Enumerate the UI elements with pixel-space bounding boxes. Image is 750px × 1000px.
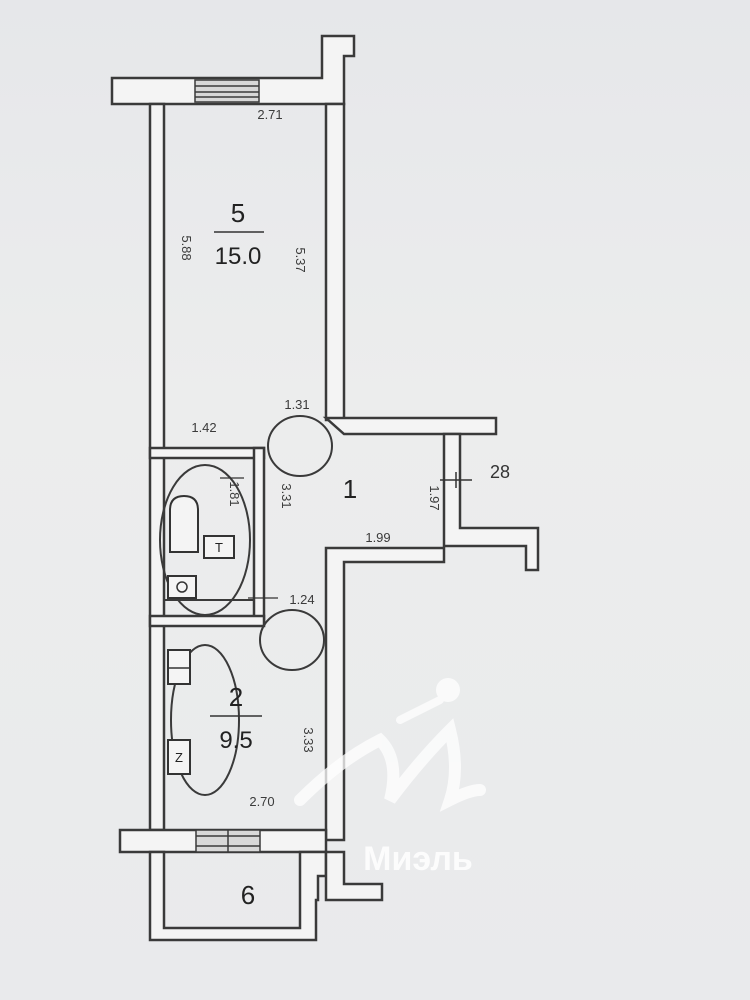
corridor-top-wall (322, 416, 498, 436)
bottom-window (195, 829, 261, 853)
door-swing-room5 (267, 415, 333, 477)
top-window (194, 79, 260, 103)
room2-number: 2 (229, 682, 243, 712)
dim-1-81: 1.81 (227, 481, 242, 506)
room5-area: 15.0 (215, 243, 262, 270)
dim-1-42: 1.42 (191, 420, 216, 435)
dim-5-88: 5.88 (179, 235, 194, 260)
dim-3-33: 3.33 (301, 727, 316, 752)
room5-right-wall (324, 102, 346, 422)
top-balcony-wall (110, 34, 356, 106)
room1-number: 1 (343, 474, 357, 504)
dim-1-97: 1.97 (427, 485, 442, 510)
balcony-6-wall (148, 850, 328, 942)
washer-icon: Z (167, 739, 191, 775)
dim-1-31: 1.31 (284, 397, 309, 412)
dim-2-70: 2.70 (249, 794, 274, 809)
stove-icon (167, 649, 191, 685)
partition-28 (442, 432, 540, 572)
dim-1-24: 1.24 (289, 592, 314, 607)
room5-number: 5 (231, 198, 245, 228)
sink-icon (167, 575, 197, 599)
dim-1-99: 1.99 (365, 530, 390, 545)
toilet-tank-icon: T (203, 535, 235, 559)
toilet-icon (169, 494, 199, 553)
door-swing-room2 (259, 609, 325, 671)
watermark-logo (294, 678, 486, 812)
dim-5-37: 5.37 (293, 247, 308, 272)
room2-area: 9.5 (219, 727, 252, 754)
toilet-tank-letter: T (215, 540, 223, 555)
bathroom-bottom-wall (148, 614, 266, 628)
bathroom-top-wall (148, 446, 266, 460)
dim-3-31: 3.31 (279, 483, 294, 508)
watermark-text: Миэль (363, 840, 473, 878)
adjacent-room-label: 28 (490, 462, 510, 482)
right-bottom-wall (324, 850, 384, 902)
door-swing-bathroom (159, 464, 251, 616)
door-swing-kitchen (170, 644, 240, 796)
washer-letter: Z (175, 750, 183, 765)
dim-2-71: 2.71 (257, 107, 282, 122)
left-wall (148, 102, 166, 832)
room6-number: 6 (241, 880, 255, 910)
